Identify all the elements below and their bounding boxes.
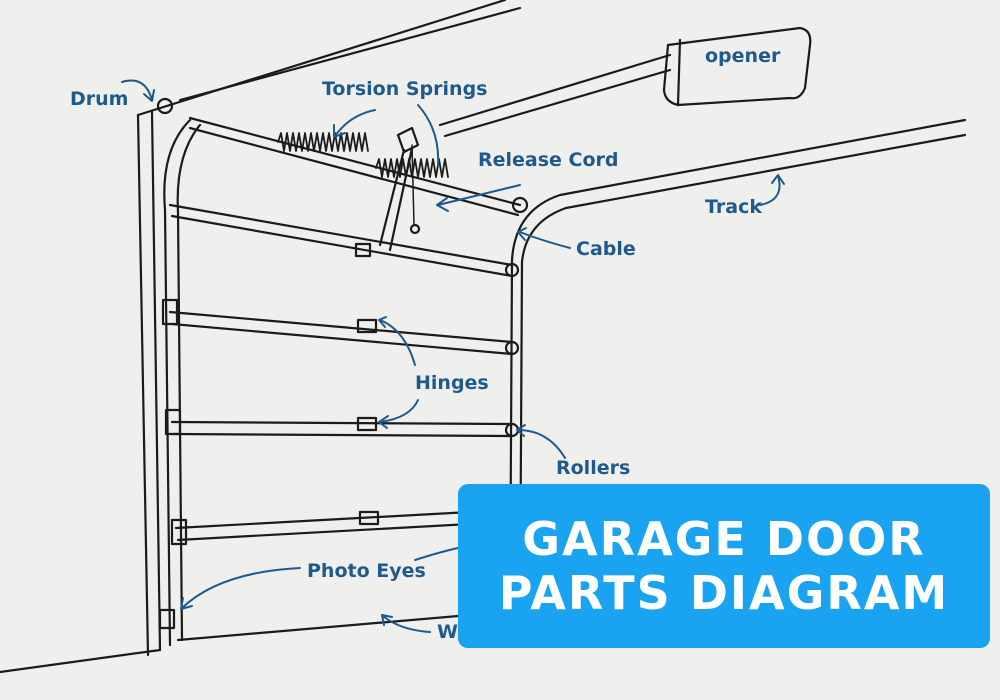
panel-seam-1b [170,214,514,278]
arrow-hinges-down [379,399,419,423]
ceiling-right-line-inner [443,68,672,138]
label-photo-eyes: Photo Eyes [307,560,426,582]
floor-line [0,648,162,674]
arrow-opener-cord [417,104,440,166]
panel-seam-3b [172,432,514,438]
ceiling-right-line [438,53,672,127]
drum-right [511,196,529,214]
arrow-photo-eyes [181,567,301,609]
arrow-rollers [517,429,566,459]
spring-left [277,132,369,152]
release-cord-line [411,144,415,226]
label-rollers: Rollers [556,457,631,479]
arrow-photo-eyes-right [414,547,459,561]
arrow-photo-eyes-head [180,597,193,610]
panel-seam-4 [174,510,472,530]
hinge-top [354,242,372,258]
arrow-hinges-up [379,319,416,366]
right-track [508,118,967,622]
arrow-cable [519,231,571,249]
label-release-cord: Release Cord [478,149,619,171]
panel-seam-2 [168,310,514,344]
panel-seam-4b [176,522,472,542]
title-banner: GARAGE DOOR PARTS DIAGRAM [458,484,990,648]
release-cord-handle [409,223,421,235]
label-drum: Drum [70,88,129,110]
hinge-upper-mid [356,318,378,334]
bracket-arm [378,148,406,247]
right-track-inner [518,133,967,622]
opener-box-edge [676,38,682,107]
label-torsion-springs: Torsion Springs [322,78,488,100]
drum-left [156,97,174,115]
arrow-torsion [334,109,376,137]
arrow-hinges-down-head [378,415,389,429]
torsion-tube [188,116,522,207]
arrow-release-head [436,197,449,212]
hinge-mid-mid [356,416,378,432]
label-hinges: Hinges [415,372,489,394]
bracket-arm-2 [388,146,414,252]
torsion-tube-lower [188,126,520,217]
label-opener: opener [705,45,781,67]
spring-right [375,158,449,178]
arrow-hinges-up-head [378,316,387,328]
panel-seam-1 [168,203,514,267]
left-track [163,118,192,647]
banner-title-line-1: GARAGE DOOR [522,511,926,566]
arrow-weather-seal-head [381,614,393,626]
hinge-upper-left [161,298,179,326]
center-bracket [396,126,420,154]
ceiling-line-inner [178,6,522,102]
arrow-weather-seal [382,615,431,633]
arrow-track [759,175,781,206]
hinge-mid-left [164,408,182,436]
arrow-track-head [771,174,785,185]
arrow-torsion-head [333,124,346,138]
opener-box [662,26,812,107]
hinge-low-mid [358,510,380,526]
arrow-rollers-head [516,424,526,437]
left-frame-inner [150,110,162,652]
label-cable: Cable [576,238,636,260]
hinge-low-left [170,518,188,546]
roller-1 [504,262,520,278]
banner-title-line-2: PARTS DIAGRAM [498,566,950,620]
arrow-drum-head [143,89,155,102]
panel-seam-3 [170,420,514,426]
panel-seam-2b [170,322,514,356]
arrow-cable-head [517,227,527,241]
photo-eye-sensor [158,608,176,630]
left-track-inner [176,123,202,642]
label-track: Track [705,196,762,218]
arrow-release [437,184,521,206]
arrow-drum [121,79,153,101]
door-bottom [176,613,472,642]
roller-2 [504,340,520,356]
left-frame [136,113,150,657]
